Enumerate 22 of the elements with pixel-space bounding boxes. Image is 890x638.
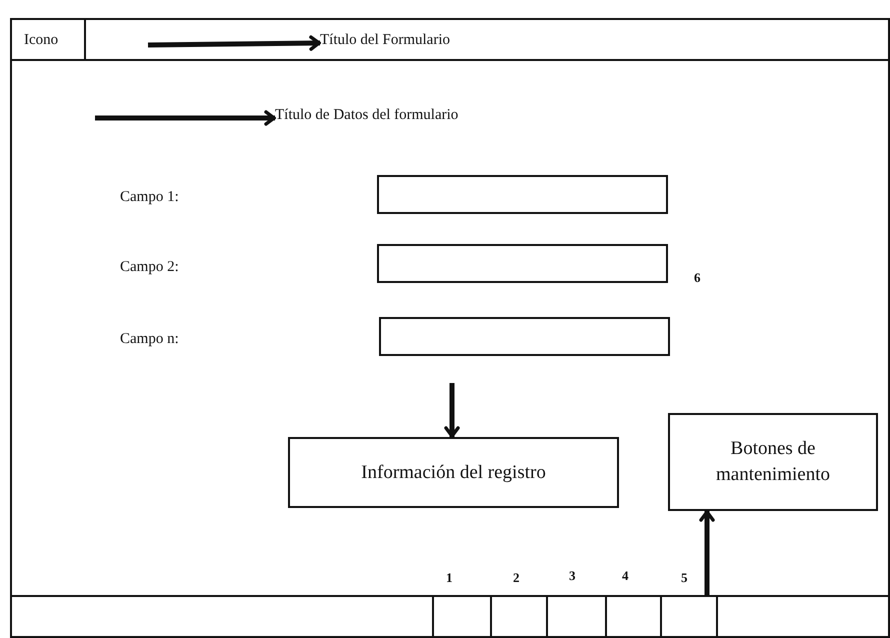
callout-number: 6 bbox=[694, 270, 700, 286]
section-title: Título de Datos del formulario bbox=[275, 106, 458, 124]
arrow bbox=[444, 383, 460, 438]
column-number: 5 bbox=[681, 570, 688, 586]
column-number: 1 bbox=[446, 570, 452, 586]
input-field bbox=[379, 317, 670, 356]
form-title: Título del Formulario bbox=[320, 31, 450, 49]
field-label: Campo 1: bbox=[120, 188, 179, 206]
arrow bbox=[148, 35, 321, 51]
arrow bbox=[95, 110, 276, 126]
header-cell: Icono bbox=[12, 20, 86, 61]
arrow bbox=[699, 510, 715, 595]
column-number: 2 bbox=[513, 570, 520, 586]
column-number: 4 bbox=[622, 568, 628, 584]
window-frame bbox=[10, 18, 890, 638]
record-info-panel: Información del registro bbox=[288, 437, 619, 508]
maintenance-buttons-panel: Botones de mantenimiento bbox=[668, 413, 878, 511]
field-label: Campo n: bbox=[120, 330, 179, 348]
input-field bbox=[377, 244, 668, 283]
column-number: 3 bbox=[569, 568, 576, 584]
input-field bbox=[377, 175, 668, 214]
field-label: Campo 2: bbox=[120, 258, 179, 276]
